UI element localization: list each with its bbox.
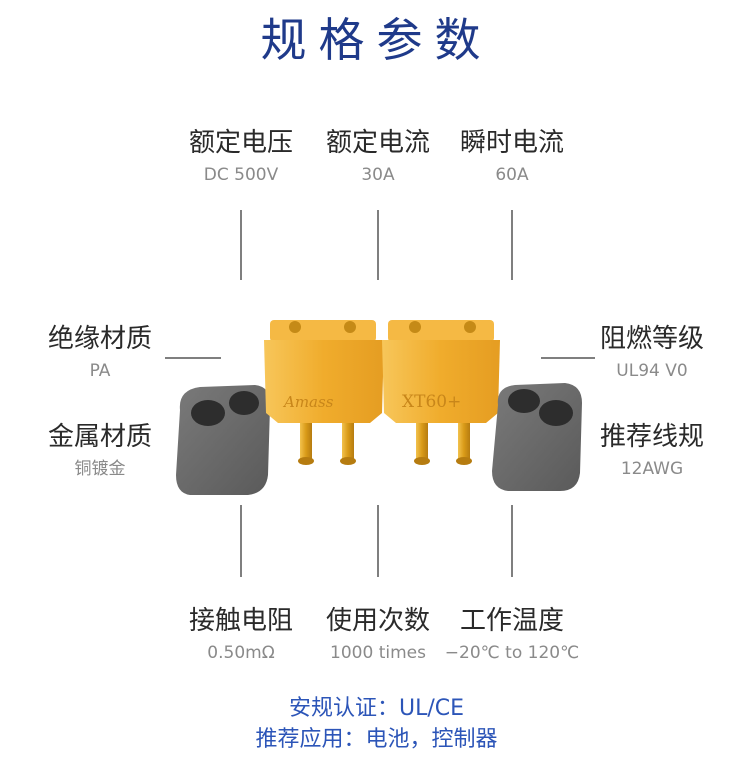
- right-connector-marking: XT60+: [402, 392, 461, 412]
- spec-metal-material: 金属材质 铜镀金: [20, 420, 180, 482]
- right-connector: XT60+: [382, 320, 500, 465]
- right-cap: [492, 383, 582, 491]
- spec-flame-rating: 阻燃等级 UL94 V0: [572, 322, 732, 384]
- spec-value: 60A: [495, 165, 529, 185]
- certification-text: 安规认证：UL/CE: [288, 696, 465, 721]
- left-cap: [176, 385, 271, 495]
- spec-insulation-material: 绝缘材质 PA: [20, 322, 180, 384]
- spec-value: PA: [89, 361, 111, 381]
- spec-value: 12AWG: [620, 459, 684, 479]
- spec-label: 额定电压: [188, 128, 293, 158]
- spec-rated-current: 额定电流 30A: [298, 126, 458, 188]
- spec-label: 使用次数: [325, 606, 430, 636]
- page-title: 规格参数: [260, 13, 493, 67]
- spec-instant-current: 瞬时电流 60A: [432, 126, 592, 188]
- spec-value: UL94 V0: [616, 361, 688, 381]
- left-connector: Amass: [264, 320, 384, 465]
- spec-label: 额定电流: [325, 128, 430, 158]
- spec-value: 1000 times: [330, 643, 426, 663]
- left-connector-marking: Amass: [282, 393, 334, 411]
- leader-line: [240, 505, 242, 577]
- spec-label: 接触电阻: [188, 606, 293, 636]
- spec-label: 绝缘材质: [47, 324, 152, 354]
- spec-operating-temp: 工作温度 −20℃ to 120℃: [432, 604, 592, 666]
- connector-product-image: Amass XT60+: [176, 320, 582, 495]
- leader-line: [511, 210, 513, 280]
- leader-line: [541, 357, 595, 359]
- spec-value: 0.50mΩ: [207, 643, 275, 663]
- leader-line: [165, 357, 221, 359]
- leader-line: [511, 505, 513, 577]
- spec-value: 30A: [361, 165, 395, 185]
- leader-line: [377, 505, 379, 577]
- leader-line: [377, 210, 379, 280]
- leader-line: [240, 210, 242, 280]
- spec-usage-cycles: 使用次数 1000 times: [298, 604, 458, 666]
- spec-label: 工作温度: [459, 606, 564, 636]
- spec-wire-gauge: 推荐线规 12AWG: [572, 420, 732, 482]
- spec-contact-resistance: 接触电阻 0.50mΩ: [161, 604, 321, 666]
- spec-label: 金属材质: [47, 422, 152, 452]
- application-text: 推荐应用：电池，控制器: [255, 727, 498, 752]
- spec-label: 阻燃等级: [599, 324, 704, 354]
- spec-rated-voltage: 额定电压 DC 500V: [161, 126, 321, 188]
- spec-value: −20℃ to 120℃: [444, 643, 580, 663]
- spec-label: 瞬时电流: [459, 128, 564, 158]
- spec-value: 铜镀金: [74, 459, 126, 479]
- spec-label: 推荐线规: [599, 422, 704, 452]
- spec-value: DC 500V: [203, 165, 279, 185]
